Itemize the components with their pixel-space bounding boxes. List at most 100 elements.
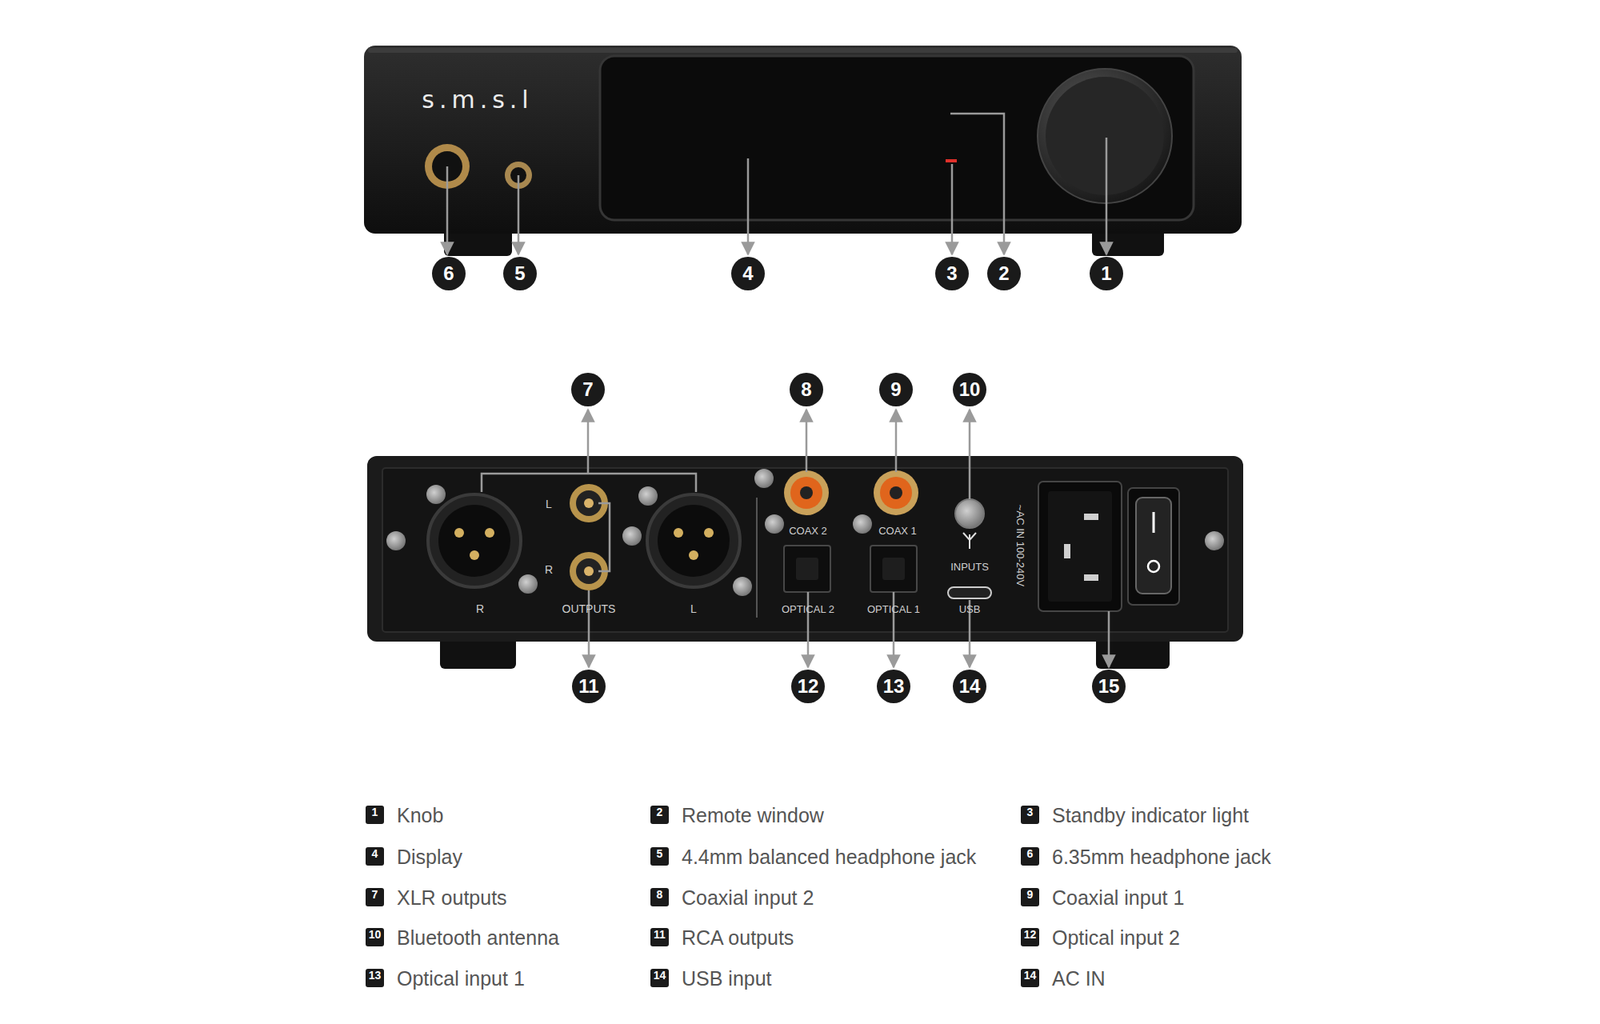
key-number: 12 xyxy=(1020,928,1040,941)
key-description: Optical input 1 xyxy=(396,966,525,990)
optical-port-face xyxy=(796,557,819,580)
key-description: Display xyxy=(396,844,463,868)
usb-port xyxy=(948,587,992,599)
key-description: XLR outputs xyxy=(396,885,508,909)
xlr-pin xyxy=(454,528,464,538)
key-description: USB input xyxy=(681,966,772,990)
key-item: 14AC IN xyxy=(1020,968,1040,988)
key-description: RCA outputs xyxy=(681,925,794,949)
key-number: 3 xyxy=(1020,805,1040,819)
callout-text: 13 xyxy=(876,669,911,704)
xlr-connector xyxy=(428,494,521,588)
callout-text: 11 xyxy=(572,669,606,704)
xlr-connector xyxy=(647,494,740,588)
brand-logo: s.m.s.l xyxy=(421,85,533,114)
leader-line xyxy=(587,409,590,474)
key-number: 13 xyxy=(365,968,384,982)
key-description: Standby indicator light xyxy=(1052,803,1249,827)
optical-port-face xyxy=(882,557,905,580)
callout-text: 15 xyxy=(1092,669,1126,704)
key-number: 5 xyxy=(650,847,669,860)
coax-jack xyxy=(873,470,919,516)
callout-number: 8 xyxy=(789,372,824,407)
rear-panel xyxy=(367,456,1244,642)
callout-text: 9 xyxy=(879,372,913,407)
screw xyxy=(852,514,872,534)
key-description: 6.35mm headphone jack xyxy=(1052,844,1272,868)
key-description: Bluetooth antenna xyxy=(396,925,560,949)
key-number: 14 xyxy=(650,968,669,982)
key-item: 1Knob xyxy=(365,805,384,824)
standby-light xyxy=(945,159,957,163)
key-description: Knob xyxy=(396,803,444,827)
screw xyxy=(764,514,784,534)
key-number: 14 xyxy=(1020,968,1040,982)
panel-label: OUTPUTS xyxy=(562,602,616,616)
key-description: Coaxial input 1 xyxy=(1052,885,1184,909)
key-item: 3Standby indicator light xyxy=(1020,805,1040,824)
panel-label: INPUTS xyxy=(950,560,989,573)
callout-text: 4 xyxy=(731,256,765,291)
screw xyxy=(622,526,642,546)
key-item: 14USB input xyxy=(650,968,669,988)
leader-line xyxy=(968,409,972,500)
callout-number: 14 xyxy=(952,669,987,704)
coax-jack-ring xyxy=(880,476,912,509)
front-panel xyxy=(364,45,1242,234)
key-item: 12Optical input 2 xyxy=(1020,928,1040,947)
rca-jack-pin xyxy=(584,566,594,576)
key-item: 10Bluetooth antenna xyxy=(365,928,384,947)
callout-text: 8 xyxy=(789,372,824,407)
screw xyxy=(518,574,538,594)
rear-plate xyxy=(382,468,1228,632)
panel-label: R xyxy=(544,563,553,576)
optical-port xyxy=(784,545,831,592)
key-item: 4Display xyxy=(365,847,384,866)
xlr-face xyxy=(438,504,511,577)
leader-line xyxy=(446,166,449,255)
key-description: Remote window xyxy=(681,803,824,827)
xlr-face xyxy=(657,504,730,577)
key-description: Coaxial input 2 xyxy=(681,885,814,909)
xlr-pin xyxy=(704,528,714,538)
screw xyxy=(754,468,774,488)
key-item: 8Coaxial input 2 xyxy=(650,888,669,907)
leader-line xyxy=(895,409,898,472)
switch-on-mark xyxy=(1152,512,1156,533)
key-item: 54.4mm balanced headphone jack xyxy=(650,847,669,866)
leader-line xyxy=(951,164,954,255)
callout-text: 10 xyxy=(952,372,987,407)
xlr-pin xyxy=(469,550,480,560)
antenna-symbol xyxy=(963,532,976,549)
screw xyxy=(386,531,406,551)
callout-number: 11 xyxy=(572,669,606,704)
panel-edge xyxy=(368,48,1238,53)
power-switch-rocker xyxy=(1136,497,1172,594)
callout-text: 3 xyxy=(935,256,969,291)
callout-text: 7 xyxy=(571,372,605,407)
key-description: AC IN xyxy=(1052,966,1106,990)
screw xyxy=(638,486,658,506)
key-number: 6 xyxy=(1020,847,1040,860)
leader-line xyxy=(805,409,808,472)
rca-jack-ring xyxy=(576,490,602,516)
screw xyxy=(732,576,752,596)
key-number: 7 xyxy=(365,888,384,901)
callout-text: 14 xyxy=(952,669,987,704)
panel-label: L xyxy=(690,602,697,616)
key-number: 11 xyxy=(650,928,669,941)
leader-bracket xyxy=(481,473,696,492)
power-socket xyxy=(1038,481,1122,612)
coax-jack-pin xyxy=(800,486,813,500)
coax-jack xyxy=(784,470,829,516)
power-socket-face xyxy=(1048,491,1112,602)
rca-jack-pin xyxy=(584,498,594,508)
panel-label: R xyxy=(476,602,484,616)
switch-off-mark xyxy=(1148,560,1160,572)
leader-bracket xyxy=(598,503,610,572)
display-window xyxy=(600,56,1194,220)
antenna-connector xyxy=(955,499,984,528)
callout-number: 12 xyxy=(791,669,825,704)
callout-number: 3 xyxy=(935,256,969,291)
